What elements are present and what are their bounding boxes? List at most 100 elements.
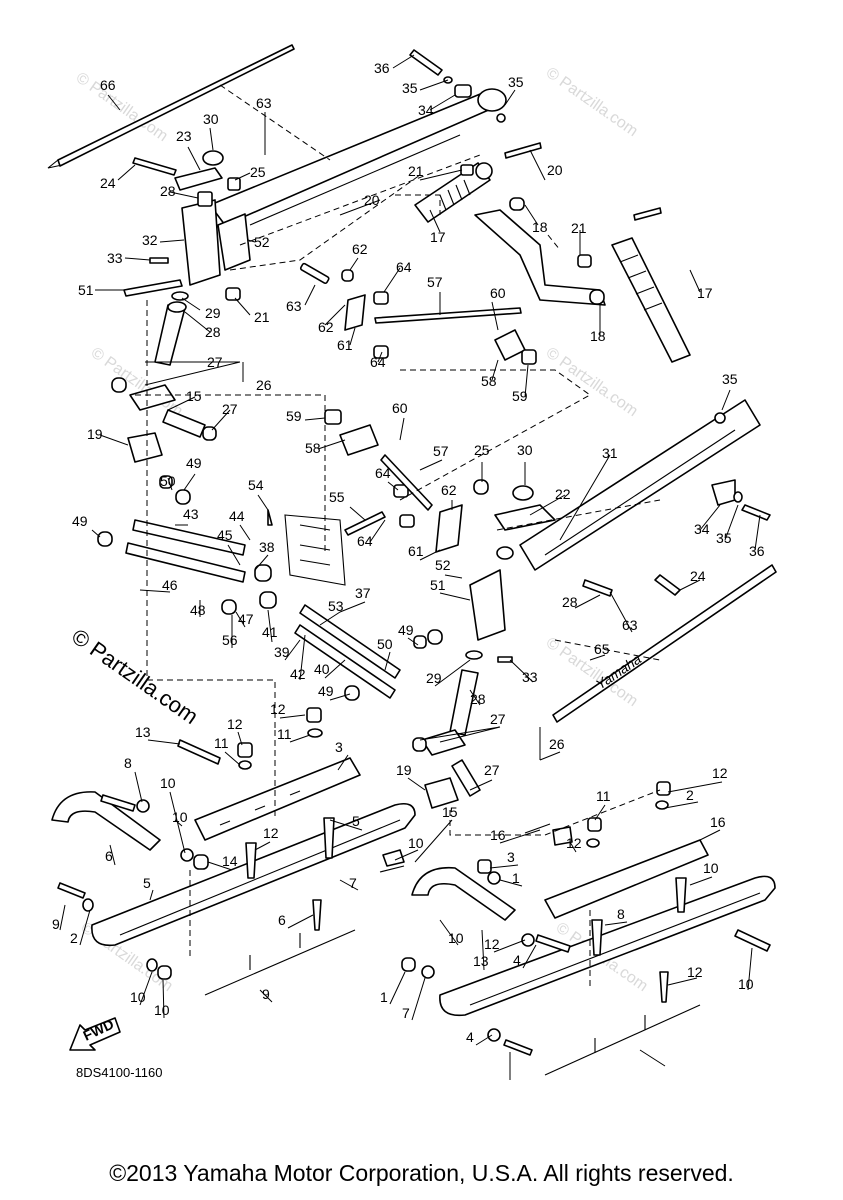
callout-label: 18 xyxy=(532,219,548,235)
part-1-ski-right-rib xyxy=(469,892,761,1006)
part-63-arm xyxy=(209,89,501,226)
part-19-block-b xyxy=(424,777,459,809)
callout-label: 8 xyxy=(124,755,132,771)
callout-label: 30 xyxy=(517,442,533,458)
part-49-cap-a xyxy=(97,531,113,547)
part-62-bush xyxy=(341,269,354,282)
callout-label: 64 xyxy=(396,259,412,275)
callout-label: 57 xyxy=(427,274,443,290)
part-61-link xyxy=(344,294,366,331)
part-52-bracket xyxy=(217,213,251,271)
callout-label: 60 xyxy=(392,400,408,416)
callout-label: 10 xyxy=(408,835,424,851)
part-23-arm xyxy=(174,167,223,191)
part-24-bolt-b xyxy=(654,574,681,596)
part-10-washer-a xyxy=(136,799,150,813)
part-66-edge xyxy=(47,159,63,169)
part-12-nut-b xyxy=(237,742,253,758)
part-12-nut-f xyxy=(587,817,602,832)
part-63-bolt-b xyxy=(582,579,613,597)
callout-label: 5 xyxy=(352,813,360,829)
part-15-pin xyxy=(162,409,206,438)
callout-label: 2 xyxy=(70,930,78,946)
callout-label: 21 xyxy=(408,163,424,179)
part-64-nut-a xyxy=(373,291,389,305)
callout-label: 17 xyxy=(697,285,713,301)
callout-label: 62 xyxy=(318,319,334,335)
part-6-bolt-right xyxy=(591,919,603,956)
part-65-decal xyxy=(552,564,777,723)
part-29-washer xyxy=(171,291,189,301)
callout-label: 16 xyxy=(710,814,726,830)
callout-label: 38 xyxy=(259,539,275,555)
callout-label: 3 xyxy=(507,849,515,865)
part-11-washer-d xyxy=(586,838,600,848)
part-3-bracket-left-holes xyxy=(219,790,301,826)
callout-label: 59 xyxy=(286,408,302,424)
callout-label: 14 xyxy=(222,853,238,869)
part-57-rod xyxy=(374,307,522,324)
part-4-wearbar-left-studs xyxy=(249,933,301,970)
callout-label: 10 xyxy=(703,860,719,876)
part-9-bolt-right xyxy=(659,971,669,1003)
partzilla-watermark: © Partzilla.com xyxy=(67,624,203,730)
part-11-washer-a xyxy=(307,728,323,738)
part-41-joint xyxy=(259,591,277,609)
callout-label: 61 xyxy=(337,337,353,353)
part-56-nut xyxy=(221,599,237,615)
part-36-bolt-b xyxy=(741,504,771,521)
callout-label: 56 xyxy=(222,632,238,648)
part-11-washer-b xyxy=(238,760,252,770)
callout-label: 1 xyxy=(380,989,388,1005)
callout-label: 16 xyxy=(490,827,506,843)
part-30-cap-b xyxy=(512,485,534,501)
callout-label: 11 xyxy=(214,735,229,751)
callout-label: 19 xyxy=(396,762,412,778)
part-8-bolt-left xyxy=(100,794,136,812)
part-12-nut-h xyxy=(401,957,416,972)
callout-label: 7 xyxy=(349,875,357,891)
callout-label: 19 xyxy=(87,426,103,442)
ref-lines-mid xyxy=(135,300,661,730)
part-58-plate-b xyxy=(339,424,379,456)
part-27-bush-a xyxy=(111,377,127,393)
callout-label: 11 xyxy=(596,788,611,804)
part-59-nut-a xyxy=(521,349,537,365)
callout-label: 53 xyxy=(328,598,344,614)
callout-label: 12 xyxy=(484,936,500,952)
part-10-washer-h xyxy=(487,1028,501,1042)
part-61-link-b xyxy=(435,504,463,553)
callout-label: 64 xyxy=(375,465,391,481)
part-12-nut-g xyxy=(477,859,492,874)
part-55-bolt xyxy=(344,511,386,536)
callout-label: 12 xyxy=(687,964,703,980)
callout-label: 57 xyxy=(433,443,449,459)
callout-label: 31 xyxy=(602,445,618,461)
part-34-nut xyxy=(454,84,472,98)
callout-label: 51 xyxy=(78,282,94,298)
part-12-nut-c xyxy=(193,854,209,870)
part-22-arm xyxy=(494,504,556,531)
part-10-washer-f xyxy=(421,965,435,979)
part-28-bush-b xyxy=(496,546,514,560)
part-10-washer-e xyxy=(487,871,501,885)
callout-label: 39 xyxy=(274,644,290,660)
part-20-bolt-a xyxy=(504,142,542,159)
part-54-pin xyxy=(267,509,273,526)
callout-label: 42 xyxy=(290,666,306,682)
part-40-rod xyxy=(294,624,396,699)
callout-label: 28 xyxy=(562,594,578,610)
callout-label: 26 xyxy=(256,377,272,393)
part-27-bush-b xyxy=(202,426,217,441)
callout-label: 30 xyxy=(203,111,219,127)
callout-label: 34 xyxy=(418,102,434,118)
callout-label: 27 xyxy=(222,401,238,417)
part-2-loop-left xyxy=(51,791,161,851)
part-4-wearbar-right-studs xyxy=(594,1015,646,1053)
callout-label: 66 xyxy=(100,77,116,93)
callout-label: 3 xyxy=(335,739,343,755)
callout-label: 64 xyxy=(370,354,386,370)
callout-label: 6 xyxy=(105,848,113,864)
part-4-wearbar-right xyxy=(544,1004,701,1076)
